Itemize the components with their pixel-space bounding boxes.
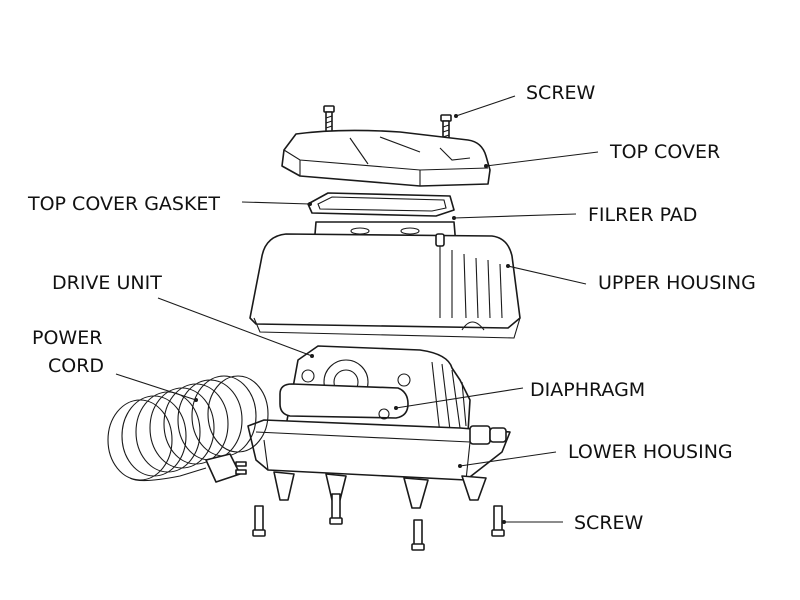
label-screw-top: SCREW (526, 82, 596, 104)
label-lower-housing: LOWER HOUSING (568, 441, 733, 463)
bottom-screw-2 (329, 493, 343, 525)
top-cover (281, 129, 491, 187)
label-filter-pad: FILRER PAD (588, 204, 697, 226)
leader-lines (115, 95, 599, 524)
bottom-screw-1 (252, 505, 266, 537)
bottom-screw-4 (491, 505, 505, 537)
label-top-cover: TOP COVER (609, 141, 720, 163)
power-cord (107, 375, 269, 483)
top-screw-left (323, 105, 335, 135)
top-cover-gasket (307, 192, 455, 217)
label-screw-bottom: SCREW (574, 512, 644, 534)
upper-housing (249, 221, 521, 339)
label-drive-unit: DRIVE UNIT (52, 272, 162, 294)
label-upper-housing: UPPER HOUSING (598, 272, 756, 294)
bottom-screw-3 (411, 519, 425, 551)
label-power-cord-line1: POWER (32, 327, 102, 349)
label-power-cord-line2: CORD (48, 355, 104, 377)
lower-housing (247, 419, 511, 509)
label-diaphragm: DIAPHRAGM (530, 379, 645, 401)
label-top-cover-gasket: TOP COVER GASKET (27, 193, 220, 215)
